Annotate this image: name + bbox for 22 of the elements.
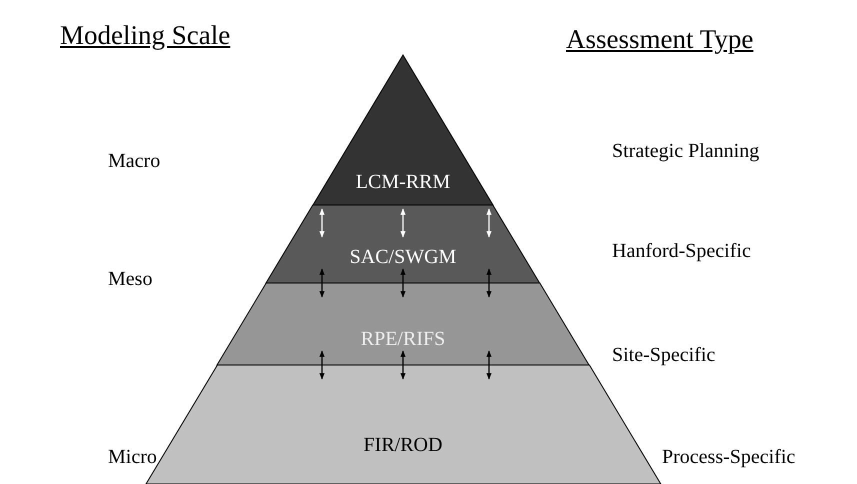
band-label: RPE/RIFS (360, 328, 446, 351)
double-arrow (400, 350, 406, 380)
scale-label: Meso (108, 268, 152, 291)
scale-label: Site-Specific (612, 344, 716, 367)
scale-label: Macro (108, 150, 160, 173)
double-arrow (486, 268, 492, 298)
double-arrow (319, 208, 325, 238)
band-label: FIR/ROD (362, 434, 444, 457)
double-arrow (319, 268, 325, 298)
scale-label: Micro (108, 446, 157, 469)
double-arrow (319, 350, 325, 380)
scale-label: Strategic Planning (612, 140, 760, 163)
double-arrow (486, 208, 492, 238)
column-heading: Assessment Type (566, 24, 754, 55)
double-arrow (400, 208, 406, 238)
double-arrow (400, 268, 406, 298)
double-arrow (486, 350, 492, 380)
band-label: SAC/SWGM (348, 246, 458, 269)
scale-label: Process-Specific (662, 446, 796, 469)
column-heading: Modeling Scale (60, 20, 230, 51)
band-label: LCM-RRM (354, 171, 452, 194)
scale-label: Hanford-Specific (612, 240, 751, 263)
